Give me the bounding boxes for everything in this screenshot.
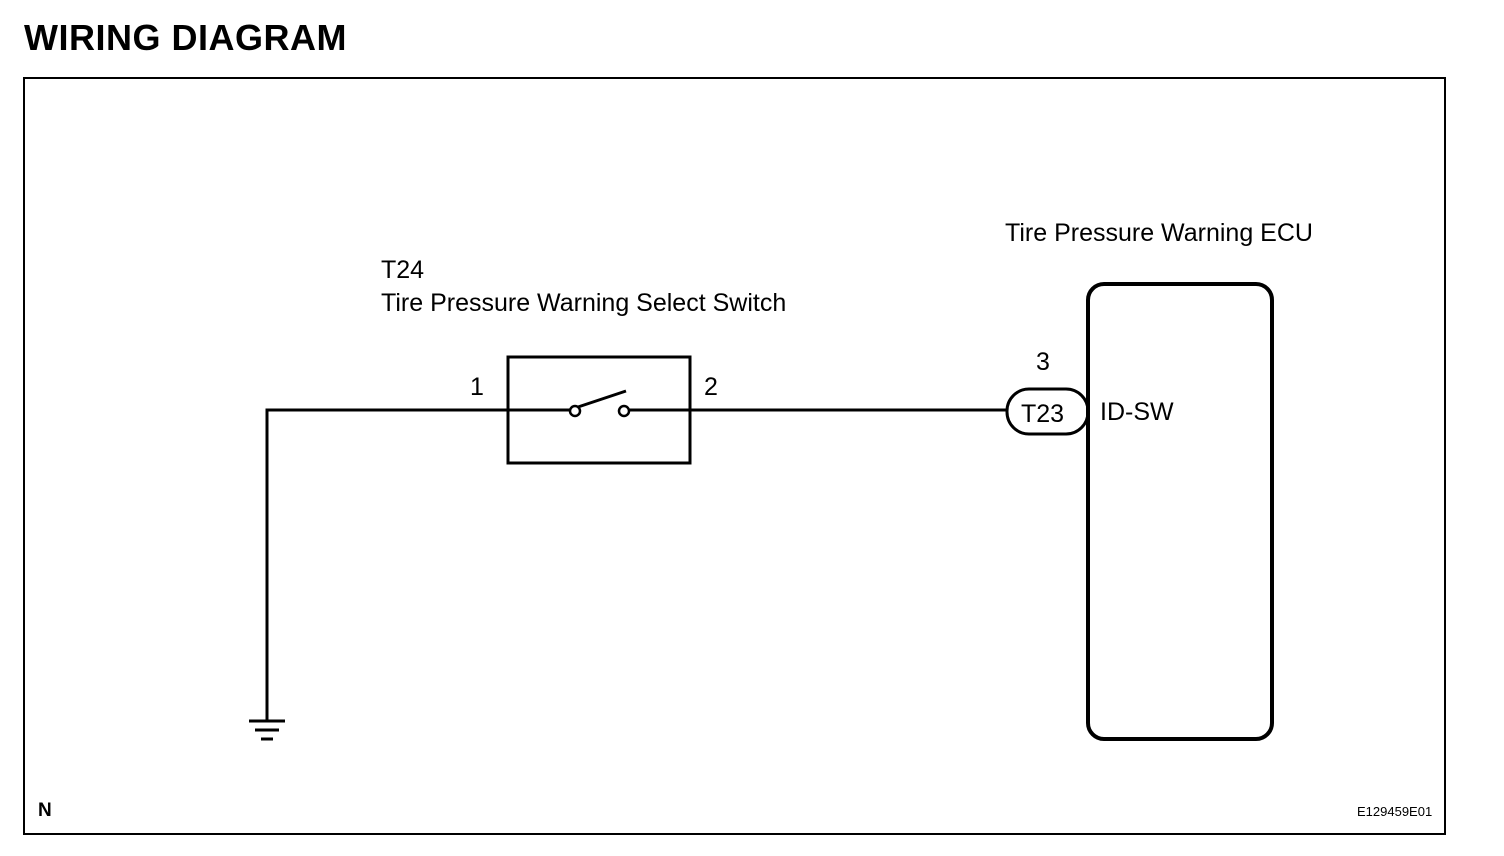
ecu-connector-label: T23 [1021,400,1065,428]
switch-connector-label: T24 [381,256,425,284]
ground-icon [249,719,285,741]
figure-id: E129459E01 [1357,804,1433,819]
switch-pin-1-label: 1 [470,373,484,401]
switch-name-label: Tire Pressure Warning Select Switch [381,289,787,317]
ecu-name-label: Tire Pressure Warning ECU [1005,219,1313,247]
switch-contact-right [617,404,631,418]
ecu-terminal-label: ID-SW [1100,398,1174,426]
page-title: WIRING DIAGRAM [24,17,347,58]
diagram-frame [23,77,1446,835]
corner-mark: N [38,800,52,821]
switch-contact-left [568,404,582,418]
switch-blade-icon [577,389,627,409]
ecu-pin-3-label: 3 [1036,348,1050,376]
switch-pin-2-label: 2 [704,373,718,401]
ecu-box [1086,282,1274,741]
ground-wire [265,408,508,720]
